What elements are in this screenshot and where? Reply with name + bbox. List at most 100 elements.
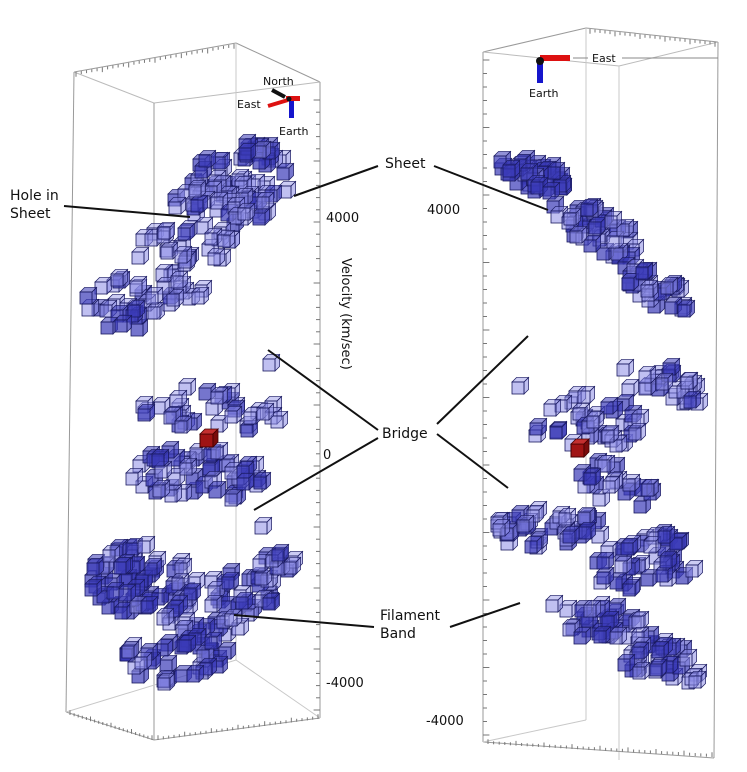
voxel: [84, 578, 103, 597]
voxel: [151, 448, 170, 467]
voxel: [529, 417, 548, 436]
voxel: [601, 424, 620, 443]
east-label-right: East: [592, 52, 616, 65]
voxel: [271, 543, 290, 562]
right-tick-neg4000: -4000: [426, 714, 464, 729]
voxel: [659, 550, 678, 569]
voxel: [134, 651, 153, 670]
voxel: [264, 395, 283, 414]
voxel: [208, 480, 227, 499]
voxel: [649, 658, 668, 677]
voxel: [121, 640, 140, 659]
voxel: [144, 557, 163, 576]
voxel: [520, 162, 539, 181]
voxel: [679, 648, 698, 667]
voxel: [602, 475, 621, 494]
voxel: [140, 595, 159, 614]
voxel: [492, 518, 511, 537]
voxel: [166, 288, 185, 307]
voxel: [253, 140, 272, 159]
voxel: [558, 507, 577, 526]
voxel: [94, 276, 113, 295]
voxel: [195, 216, 214, 235]
voxel: [688, 670, 707, 689]
voxel: [283, 556, 302, 575]
voxel: [256, 191, 275, 210]
voxel: [131, 246, 150, 265]
voxel: [545, 594, 564, 613]
right-tick-marks: [483, 29, 716, 757]
voxel: [622, 473, 641, 492]
voxel: [524, 535, 543, 554]
voxel: [145, 286, 164, 305]
voxel: [270, 410, 289, 429]
voxel: [127, 299, 146, 318]
voxel: [114, 601, 133, 620]
voxel: [254, 516, 273, 535]
voxel: [212, 151, 231, 170]
left-orientation-widget: [267, 88, 300, 118]
east-label-left: East: [237, 98, 261, 111]
hole-in-sheet-label-line2: Sheet: [10, 206, 51, 222]
voxel: [609, 626, 628, 645]
voxel: [198, 149, 217, 168]
voxel: [577, 385, 596, 404]
voxel: [178, 377, 197, 396]
velocity-axis-title: Velocity (km/sec): [338, 258, 353, 370]
voxel: [635, 261, 654, 280]
voxel: [110, 268, 129, 287]
voxel: [79, 286, 98, 305]
voxel: [573, 626, 592, 645]
voxel: [190, 194, 209, 213]
voxel: [224, 608, 243, 627]
left-box-frame: [65, 42, 321, 741]
voxel: [588, 216, 607, 235]
voxel: [262, 592, 281, 611]
voxel: [187, 571, 206, 590]
voxel: [137, 403, 156, 422]
voxel: [628, 422, 647, 441]
voxel: [542, 181, 561, 200]
voxel: [617, 653, 636, 672]
voxel: [596, 551, 615, 570]
voxel: [118, 583, 137, 602]
voxel: [621, 378, 640, 397]
voxel: [660, 276, 679, 295]
voxel: [157, 672, 176, 691]
voxel: [683, 390, 702, 409]
voxel: [631, 641, 650, 660]
left-tick-0: 0: [323, 448, 331, 463]
voxel: [616, 358, 635, 377]
voxel: [237, 202, 256, 221]
voxel: [125, 467, 144, 486]
voxel: [632, 661, 651, 680]
voxel: [235, 591, 254, 610]
bridge-label: Bridge: [382, 426, 428, 442]
voxel: [252, 207, 271, 226]
voxel: [662, 357, 681, 376]
voxel: [651, 640, 670, 659]
voxel: [669, 532, 688, 551]
highlight-voxel-right: [570, 438, 590, 458]
left-tick-marks: [69, 44, 320, 740]
north-label: North: [263, 75, 294, 88]
voxel: [157, 221, 176, 240]
voxel: [677, 299, 696, 318]
voxel: [238, 142, 257, 161]
voxel: [170, 270, 189, 289]
voxel: [174, 415, 193, 434]
voxel: [129, 275, 148, 294]
voxel: [641, 478, 660, 497]
voxel: [543, 398, 562, 417]
voxel: [221, 571, 240, 590]
filament-band-label-line1: Filament: [380, 608, 441, 624]
voxel: [622, 578, 641, 597]
annotation-lines: [63, 165, 549, 628]
voxel-cloud: [79, 133, 709, 691]
earth-label-right: Earth: [529, 87, 559, 100]
voxel: [114, 314, 133, 333]
voxel: [640, 279, 659, 298]
voxel: [210, 386, 229, 405]
voxel: [204, 594, 223, 613]
